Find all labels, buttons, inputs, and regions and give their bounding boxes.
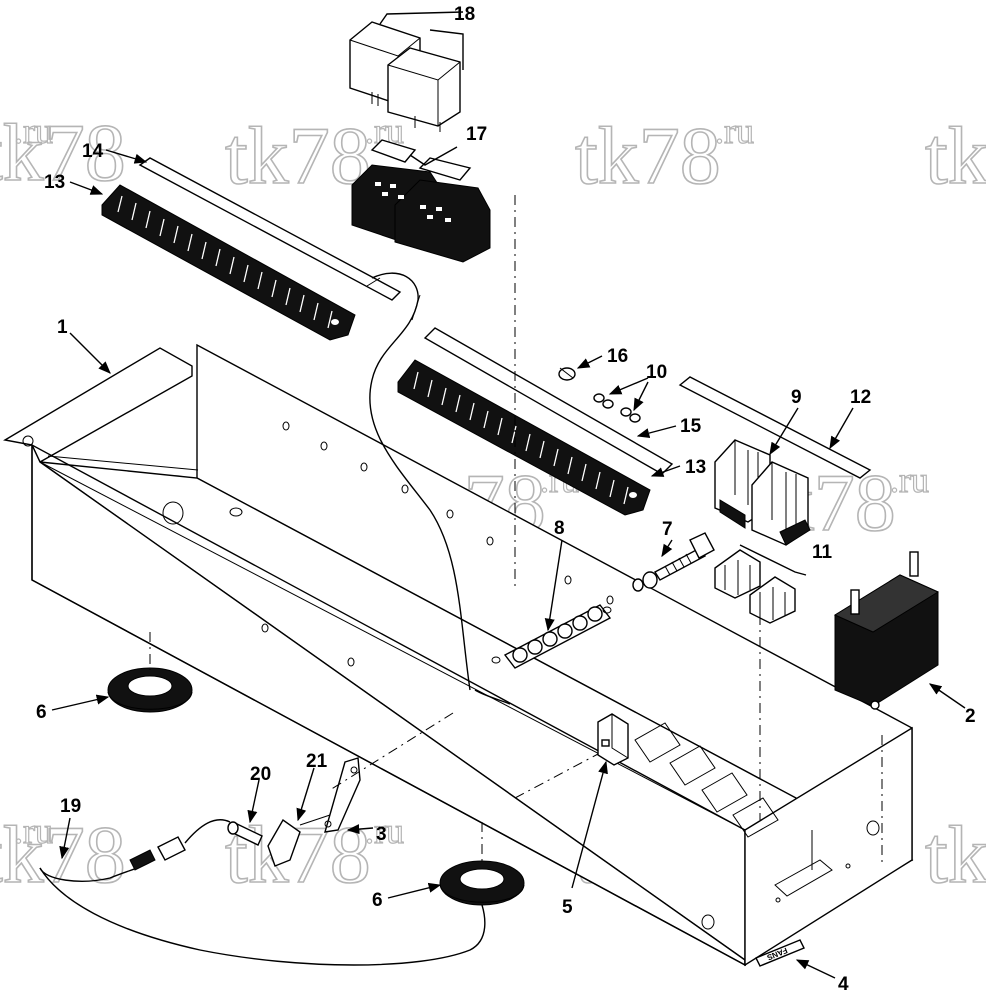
watermark-text: tk78	[925, 809, 986, 900]
front-wall-holes	[261, 623, 880, 930]
leader-arrows	[51, 11, 966, 979]
watermark-suffix: .ru	[890, 460, 929, 500]
bolt-7	[632, 532, 715, 592]
parts-10-16	[558, 367, 641, 423]
dashed-lines	[149, 195, 883, 862]
lower-parts	[39, 757, 486, 966]
relays-18	[349, 21, 461, 132]
relay-sockets-17	[351, 139, 491, 263]
watermark-suffix: .ru	[14, 111, 53, 151]
callout-12: 12	[850, 387, 871, 408]
callout-15: 15	[680, 416, 702, 437]
terminal-block-13-lower	[397, 359, 651, 516]
callout-13b: 13	[685, 457, 706, 478]
callout-18: 18	[454, 4, 475, 25]
standoff-strip-8	[491, 604, 612, 669]
callout-3: 3	[376, 824, 387, 845]
watermark-suffix: .ru	[14, 811, 53, 851]
wiring-harness	[366, 272, 511, 705]
callout-21: 21	[306, 751, 328, 772]
callout-14: 14	[82, 141, 104, 162]
grommets-6	[107, 667, 525, 906]
callout-17: 17	[466, 124, 487, 145]
watermark-text: tk78	[225, 809, 371, 900]
tray-assembly	[3, 343, 914, 967]
callout-10: 10	[646, 362, 667, 383]
terminal-block-13-upper	[101, 184, 356, 341]
watermark-text: tk78	[575, 110, 721, 201]
watermark-text: tk78	[225, 110, 371, 201]
callout-9: 9	[791, 387, 802, 408]
callout-6a: 6	[36, 702, 47, 723]
fuse-cutouts	[634, 722, 833, 897]
watermark-text: tk78	[925, 110, 986, 201]
diode-packs-9	[714, 439, 811, 546]
terminal-strip-upper	[101, 157, 402, 341]
watermark-suffix: .ru	[365, 811, 404, 851]
callout-19: 19	[60, 796, 81, 817]
terminal-strip-lower	[397, 327, 674, 516]
callout-2: 2	[965, 706, 976, 727]
tray-right-end	[744, 726, 913, 967]
marker-strip-15	[423, 327, 674, 475]
fuse-holders-11	[714, 549, 796, 624]
watermark-suffix: .ru	[715, 111, 754, 151]
callout-6b: 6	[372, 890, 383, 911]
flange-hole	[22, 435, 34, 447]
watermark-text: tk78	[0, 107, 126, 198]
callout-13a: 13	[44, 172, 65, 193]
bracket-5	[597, 713, 629, 766]
callout-16: 16	[607, 346, 628, 367]
callout-1: 1	[57, 317, 68, 338]
callout-20: 20	[250, 764, 271, 785]
callout-7: 7	[662, 519, 673, 540]
back-wall-holes	[162, 421, 614, 605]
callout-4: 4	[838, 974, 849, 995]
callout-5: 5	[562, 897, 573, 918]
callout-8: 8	[554, 518, 565, 539]
marker-strip-12	[678, 376, 872, 479]
component-2	[833, 551, 940, 710]
callout-labels: 1 2 3 4 5 6 6 7 8 9 10 11 12 13 13 14 15…	[36, 4, 976, 995]
callout-11: 11	[812, 542, 833, 563]
